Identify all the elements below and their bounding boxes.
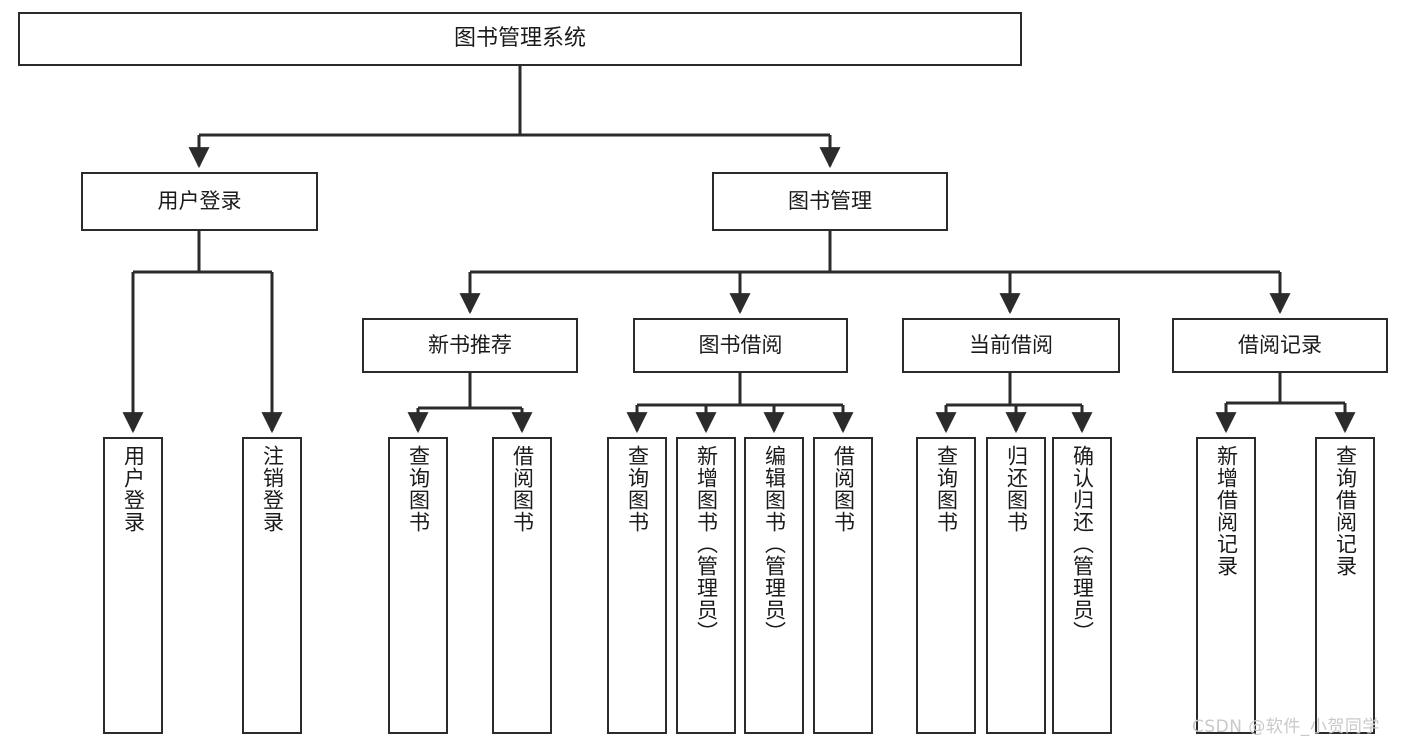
node-leaf-borrow-book-1-label: 借阅图书 xyxy=(510,445,535,533)
node-current-borrow[interactable]: 当前借阅 xyxy=(902,318,1120,373)
node-leaf-return-book-label: 归还图书 xyxy=(1004,445,1029,533)
node-leaf-add-book[interactable]: 新增图书（管理员） xyxy=(676,437,736,734)
node-leaf-borrow-book-1[interactable]: 借阅图书 xyxy=(492,437,552,734)
watermark: CSDN @软件_小贺同学 xyxy=(1192,717,1380,737)
node-book-borrow-label: 图书借阅 xyxy=(698,333,783,358)
node-new-book-recommend-label: 新书推荐 xyxy=(428,333,512,358)
node-borrow-record[interactable]: 借阅记录 xyxy=(1172,318,1388,373)
node-leaf-query-book-3-label: 查询图书 xyxy=(934,445,959,533)
node-leaf-logout[interactable]: 注销登录 xyxy=(242,437,302,734)
node-leaf-query-book-3[interactable]: 查询图书 xyxy=(916,437,976,734)
node-book-manage-label: 图书管理 xyxy=(788,189,872,214)
node-leaf-query-book-2-label: 查询图书 xyxy=(625,445,650,533)
node-borrow-record-label: 借阅记录 xyxy=(1238,333,1322,358)
node-leaf-query-book-1[interactable]: 查询图书 xyxy=(388,437,448,734)
node-leaf-return-book[interactable]: 归还图书 xyxy=(986,437,1046,734)
node-leaf-query-record-label: 查询借阅记录 xyxy=(1333,445,1358,577)
node-leaf-add-record[interactable]: 新增借阅记录 xyxy=(1196,437,1256,734)
node-leaf-edit-book-label: 编辑图书（管理员） xyxy=(762,445,787,643)
node-book-borrow[interactable]: 图书借阅 xyxy=(633,318,848,373)
node-leaf-confirm-return[interactable]: 确认归还（管理员） xyxy=(1052,437,1112,734)
node-leaf-borrow-book-2[interactable]: 借阅图书 xyxy=(813,437,873,734)
node-book-manage[interactable]: 图书管理 xyxy=(712,172,948,231)
node-new-book-recommend[interactable]: 新书推荐 xyxy=(362,318,578,373)
node-leaf-user-login-label: 用户登录 xyxy=(121,445,146,533)
node-leaf-query-book-1-label: 查询图书 xyxy=(406,445,431,533)
node-leaf-query-book-2[interactable]: 查询图书 xyxy=(607,437,667,734)
node-leaf-logout-label: 注销登录 xyxy=(260,445,285,533)
node-leaf-query-record[interactable]: 查询借阅记录 xyxy=(1315,437,1375,734)
node-user-login[interactable]: 用户登录 xyxy=(81,172,318,231)
node-user-login-label: 用户登录 xyxy=(157,189,242,214)
node-leaf-user-login[interactable]: 用户登录 xyxy=(103,437,163,734)
node-leaf-add-record-label: 新增借阅记录 xyxy=(1214,445,1239,577)
node-leaf-confirm-return-label: 确认归还（管理员） xyxy=(1070,445,1095,643)
node-root[interactable]: 图书管理系统 xyxy=(18,12,1022,66)
node-leaf-borrow-book-2-label: 借阅图书 xyxy=(831,445,856,533)
node-root-label: 图书管理系统 xyxy=(453,26,586,52)
node-leaf-edit-book[interactable]: 编辑图书（管理员） xyxy=(744,437,804,734)
node-leaf-add-book-label: 新增图书（管理员） xyxy=(694,445,719,643)
node-current-borrow-label: 当前借阅 xyxy=(969,333,1053,358)
